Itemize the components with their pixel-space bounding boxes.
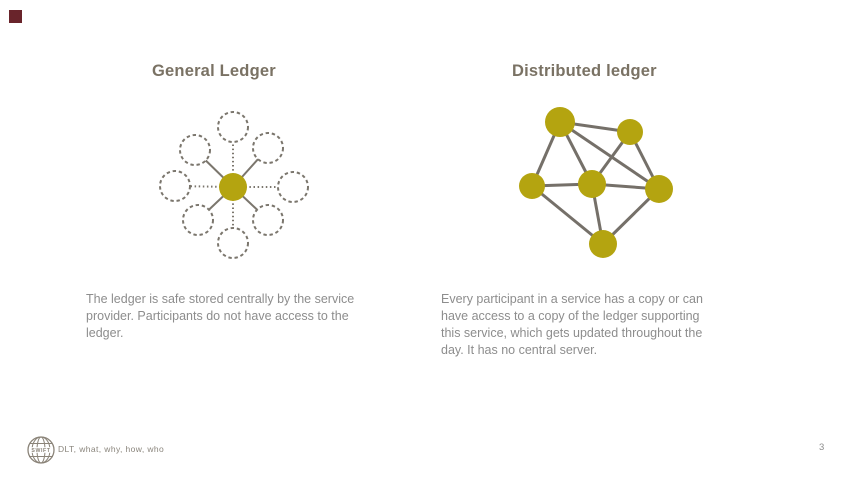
swift-logo-text: SWIFT	[31, 448, 50, 454]
footer-title: DLT, what, why, how, who	[58, 444, 165, 454]
distributed-ledger-description: Every participant in a service has a cop…	[441, 292, 703, 357]
general-ledger-description: The ledger is safe stored centrally by t…	[86, 292, 355, 340]
general-ledger-heading: General Ledger	[152, 62, 276, 80]
page-number: 3	[819, 442, 825, 453]
corner-accent-square	[9, 10, 22, 23]
distributed-ledger-heading: Distributed ledger	[512, 62, 657, 80]
swift-globe-icon: SWIFT	[27, 436, 55, 464]
